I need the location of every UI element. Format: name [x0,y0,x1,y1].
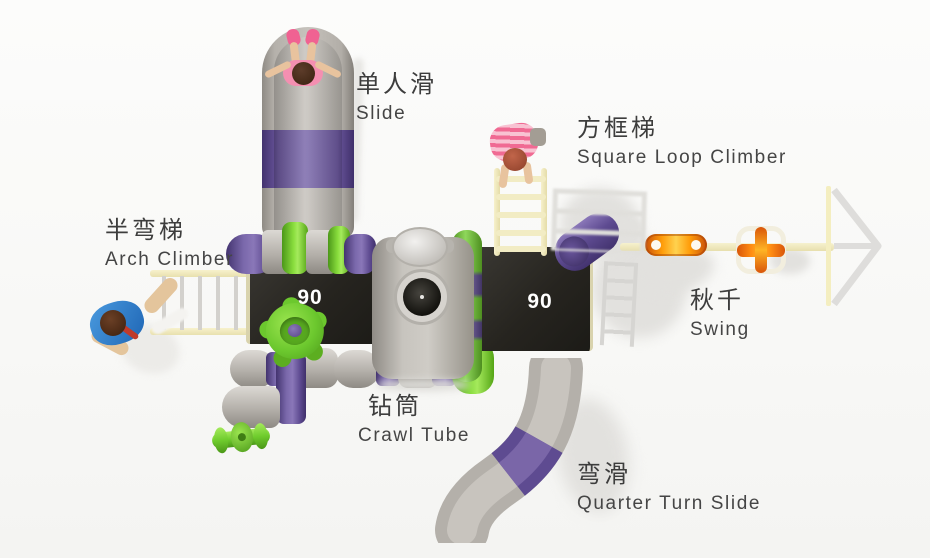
valve-wheel-small [210,417,275,459]
ladder-rung [234,276,238,330]
ladder-rail-top [150,270,258,277]
label-square-loop-climber-en: Square Loop Climber [577,147,787,168]
climber-bar [496,246,546,252]
label-swing-zh: 秋千 [690,287,744,314]
square-loop-climber-shadow [550,188,648,254]
ladder-rung [198,276,202,330]
label-square-loop-climber: 方框梯 Square Loop Climber [577,114,787,171]
valve-wheel-large [258,296,329,369]
seat-hole-left [651,240,661,250]
crawl-tube-hub [372,227,474,391]
label-crawl-tube-en: Crawl Tube [358,425,471,446]
ladder-rail-bottom [150,328,258,335]
label-arch-climber-zh: 半弯梯 [105,217,186,244]
swing-frame-shadow [831,187,882,307]
label-slide-en: Slide [356,103,407,124]
hub-shadow [376,379,470,391]
label-swing-en: Swing [690,319,750,340]
rider-head [292,62,315,85]
swing-frame-end-bar [826,186,831,306]
label-square-loop-climber-zh: 方框梯 [577,115,658,142]
climber-child-head [503,148,527,171]
quarter-turn-slide-chute [435,358,583,543]
swing-beam [620,243,834,251]
seat-cross-vbar [755,227,767,273]
label-crawl-tube-zh: 钻筒 [368,393,422,420]
pipe-elbow-purple [344,234,376,274]
label-arch-climber-en: Arch Climber [105,249,234,270]
label-slide: 单人滑 Slide [356,70,437,127]
ladder-rung [216,276,220,330]
climber-bar [496,176,546,182]
label-quarter-turn-slide-en: Quarter Turn Slide [577,493,762,514]
ladder-shadow [599,261,639,347]
porthole-glint [420,295,424,299]
climber-bar [496,212,546,218]
label-quarter-turn-slide: 弯滑 Quarter Turn Slide [577,460,761,517]
pipe-clamp-green [282,222,308,274]
label-arch-climber: 半弯梯 Arch Climber [105,216,234,273]
valve-small-lobe [252,422,270,450]
ladder-rung [180,276,184,330]
slide-purple-band [262,130,354,188]
label-swing: 秋千 Swing [690,286,750,343]
climber-bar [496,194,546,200]
label-quarter-turn-slide-zh: 弯滑 [577,461,631,488]
deck-size-right: 90 [527,290,553,313]
pipe-elbow-gray-low [222,386,280,428]
swing-seat-flat [645,234,707,256]
climber-child-shorts [530,128,546,146]
label-slide-zh: 单人滑 [356,71,437,98]
climber-bar [496,230,546,236]
square-loop-climber-frame [494,168,548,256]
blue-child-head [100,310,126,336]
swing-seat-cross [736,226,786,274]
label-crawl-tube: 钻筒 Crawl Tube [358,392,470,449]
seat-hole-right [691,240,701,250]
dome-window [392,227,448,267]
